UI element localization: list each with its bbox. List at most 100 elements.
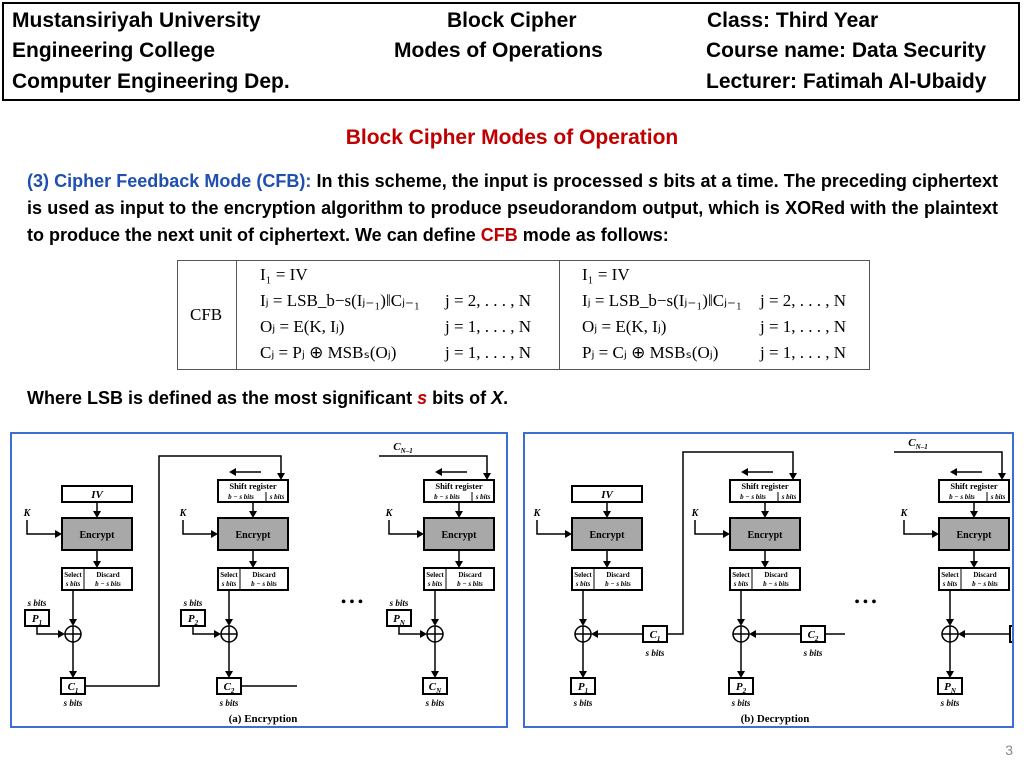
table-label: CFB: [190, 305, 223, 324]
shift-s-bits: s bits: [781, 493, 797, 501]
key-label: K: [179, 508, 188, 519]
plaintext-box: [937, 677, 963, 695]
discard-b-s-bits: b − s bits: [763, 580, 789, 588]
sbits-label: s bits: [425, 698, 445, 708]
key-label: K: [691, 508, 700, 519]
cfb-equation-table: CFB I₁ = IV Iⱼ = LSB_b−s(Iⱼ₋₁)‖Cⱼ₋₁ Oⱼ =…: [177, 260, 870, 370]
dec-range: j = 1, . . . , N: [760, 343, 847, 362]
text-run: bits at a time. The preceding ciphertext…: [27, 171, 998, 245]
topic-line1: Block Cipher: [447, 9, 577, 32]
arrow-head: [958, 630, 965, 638]
arrow-head: [69, 619, 77, 626]
arrow-head: [455, 561, 463, 568]
connector-line: [182, 520, 213, 535]
ciphertext-label: C2: [808, 629, 819, 643]
x-var: X: [491, 388, 504, 408]
arrow-head: [417, 530, 424, 538]
class-info: Class: Third Year: [707, 9, 879, 32]
dec-eq: Pⱼ = Cⱼ ⊕ MSBₛ(Oⱼ): [582, 343, 719, 362]
course-name: Course name: Data Security: [706, 39, 987, 62]
ellipsis: • • •: [341, 595, 363, 610]
table-divider: [559, 261, 560, 369]
encrypt-label: Encrypt: [590, 530, 626, 541]
select-s-bits: s bits: [65, 580, 81, 588]
sbits-label: s bits: [219, 698, 239, 708]
shift-b-s-bits: b − s bits: [434, 493, 460, 501]
ciphertext-box: [422, 677, 448, 695]
s-var: s: [417, 388, 428, 408]
sbits-label: s bits: [645, 648, 665, 658]
cn-minus-1-label: CN–1: [908, 437, 927, 451]
encrypt-box: [571, 517, 643, 551]
discard-label: Discard: [96, 571, 119, 579]
discard-b-s-bits: b − s bits: [605, 580, 631, 588]
arrow-head: [93, 511, 101, 518]
text-run: Where LSB is defined as the most signifi…: [27, 388, 418, 408]
enc-eq: Oⱼ = E(K, Iⱼ): [260, 317, 345, 336]
arrow-head: [737, 671, 745, 678]
key-label: K: [900, 508, 909, 519]
select-s-bits: s bits: [427, 580, 443, 588]
iv-label: IV: [600, 489, 614, 501]
select-discard-box: [217, 567, 289, 591]
connector-line: [26, 520, 57, 535]
dec-eq: Oⱼ = E(K, Iⱼ): [582, 317, 667, 336]
arrow-head: [229, 468, 236, 476]
dec-eq: Iⱼ = LSB_b−s(Iⱼ₋₁)‖Cⱼ₋₁: [582, 291, 742, 310]
key-label: K: [23, 508, 32, 519]
sbits-label: s bits: [27, 598, 47, 608]
select-label: Select: [941, 571, 959, 579]
college-name: Engineering College: [12, 39, 216, 62]
arrow-head: [431, 619, 439, 626]
arrow-head: [603, 511, 611, 518]
ciphertext-label: C1: [650, 629, 661, 643]
encrypt-box: [423, 517, 495, 551]
discard-label: Discard: [458, 571, 481, 579]
sbits-label: s bits: [940, 698, 960, 708]
select-discard-box: [571, 567, 643, 591]
dec-range: j = 1, . . . , N: [760, 317, 847, 336]
arrow-head: [225, 619, 233, 626]
arrow-head: [69, 671, 77, 678]
arrow-head: [946, 671, 954, 678]
shift-register-label: Shift register: [950, 481, 998, 491]
encrypt-label: Encrypt: [957, 530, 993, 541]
discard-label: Discard: [252, 571, 275, 579]
shift-b-s-bits: b − s bits: [228, 493, 254, 501]
arrow-head: [431, 671, 439, 678]
department-name: Computer Engineering Dep.: [12, 70, 290, 93]
ciphertext-label: C1: [68, 681, 79, 695]
arrow-head: [741, 468, 748, 476]
discard-label: Discard: [764, 571, 787, 579]
cn-minus-1-label: CN–1: [393, 441, 412, 455]
connector-line: [36, 626, 59, 635]
encrypt-box: [729, 517, 801, 551]
arrow-head: [211, 530, 218, 538]
feedback-line: [667, 451, 794, 635]
lsb-definition: Where LSB is defined as the most signifi…: [27, 388, 508, 409]
select-label: Select: [732, 571, 750, 579]
sbits-label: s bits: [183, 598, 203, 608]
plaintext-label: P2: [188, 613, 199, 627]
enc-eq: I₁ = IV: [260, 265, 308, 284]
text-run: In this scheme, the input is processed: [311, 171, 649, 191]
university-name: Mustansiriyah University: [12, 9, 261, 32]
arrow-head: [565, 530, 572, 538]
connector-line: [536, 520, 567, 535]
cfb-description: (3) Cipher Feedback Mode (CFB): In this …: [27, 168, 998, 249]
enc-eq: Cⱼ = Pⱼ ⊕ MSBₛ(Oⱼ): [260, 343, 397, 362]
cfb-heading: (3) Cipher Feedback Mode (CFB):: [27, 171, 312, 191]
arrow-head: [58, 630, 65, 638]
header-box: [2, 2, 1020, 101]
select-discard-box: [938, 567, 1010, 591]
arrow-head: [483, 473, 491, 480]
arrow-head: [950, 468, 957, 476]
discard-b-s-bits: b − s bits: [972, 580, 998, 588]
select-label: Select: [220, 571, 238, 579]
arrow-head: [435, 468, 442, 476]
feedback-line: [379, 455, 488, 476]
dec-eq: I₁ = IV: [582, 265, 630, 284]
